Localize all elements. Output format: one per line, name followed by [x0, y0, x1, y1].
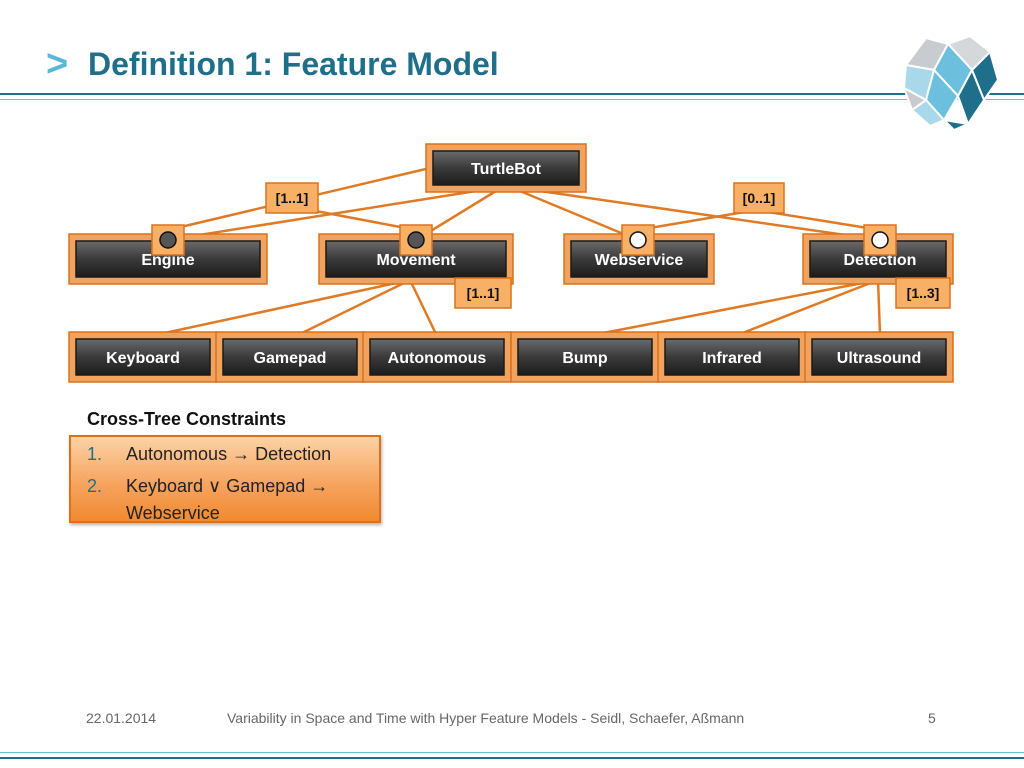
- edge-detection-bump: [597, 278, 879, 336]
- feature-gamepad-label: Gamepad: [254, 350, 327, 367]
- group-cardinality-detection: [1..3]: [895, 277, 951, 309]
- group-cardinality-root-1: [1..1]: [265, 182, 319, 214]
- svg-text:[0..1]: [0..1]: [743, 190, 776, 206]
- header-rule-light: [0, 99, 1024, 100]
- feature-autonomous-label: Autonomous: [388, 350, 487, 367]
- feature-keyboard: Keyboard: [68, 331, 218, 383]
- feature-webservice-label: Webservice: [595, 252, 684, 269]
- logo-icon: [902, 34, 1000, 132]
- feature-movement-label: Movement: [376, 252, 456, 269]
- constraints-heading: Cross-Tree Constraints: [87, 409, 287, 429]
- feature-detection-label: Detection: [844, 252, 917, 269]
- svg-text:[1..3]: [1..3]: [907, 285, 940, 301]
- footer-rule: [0, 757, 1024, 759]
- feature-ultrasound: Ultrasound: [804, 331, 954, 383]
- feature-gamepad: Gamepad: [215, 331, 365, 383]
- edge-root-webservice: [519, 189, 639, 242]
- feature-movement: Movement: [318, 233, 514, 285]
- optional-marker-detection: [863, 224, 897, 256]
- feature-keyboard-label: Keyboard: [106, 350, 180, 367]
- optional-marker-webservice: [621, 224, 655, 256]
- constraint-2-text-line2: Webservice: [126, 503, 220, 523]
- footer-text: Variability in Space and Time with Hyper…: [227, 710, 745, 726]
- feature-root-label: TurtleBot: [471, 161, 542, 178]
- group-cardinality-root-2: [0..1]: [733, 182, 785, 214]
- edge-movement-autonomous: [408, 279, 438, 335]
- svg-text:[1..1]: [1..1]: [276, 190, 309, 206]
- edge-detection-ultrasound: [876, 279, 882, 335]
- feature-engine-label: Engine: [141, 252, 194, 269]
- edge-movement-keyboard: [159, 278, 411, 336]
- edge-movement-gamepad: [299, 278, 411, 336]
- svg-text:[1..1]: [1..1]: [467, 285, 500, 301]
- footer-rule-light: [0, 752, 1024, 753]
- constraint-1-text: Autonomous → Detection: [126, 444, 332, 464]
- constraint-2-number: 2.: [87, 476, 103, 496]
- feature-bump-label: Bump: [562, 350, 608, 367]
- constraints-box: 1. Autonomous → Detection 2. Keyboard ∨ …: [69, 435, 381, 523]
- feature-model-diagram: TurtleBot Engine Movement Webservice Det…: [68, 143, 954, 383]
- edge-root-detection: [539, 189, 881, 242]
- header-rule: [0, 93, 1024, 95]
- edge-root-engine: [167, 189, 477, 242]
- constraint-1-number: 1.: [87, 444, 103, 464]
- feature-bump: Bump: [510, 331, 660, 383]
- slide-title: Definition 1: Feature Model: [88, 46, 499, 82]
- edge-detection-infrared: [739, 278, 879, 336]
- feature-root: TurtleBot: [425, 143, 587, 193]
- feature-ultrasound-label: Ultrasound: [837, 350, 921, 367]
- title-marker: >: [46, 43, 69, 85]
- mandatory-marker-engine: [151, 224, 185, 256]
- feature-infrared: Infrared: [657, 331, 807, 383]
- group-cardinality-movement: [1..1]: [454, 277, 512, 309]
- feature-infrared-label: Infrared: [702, 350, 762, 367]
- footer-page-number: 5: [928, 710, 936, 726]
- constraint-2-text-line1: Keyboard ∨ Gamepad →: [126, 476, 329, 496]
- footer-date: 22.01.2014: [86, 710, 157, 726]
- mandatory-marker-movement: [399, 224, 433, 256]
- feature-autonomous: Autonomous: [362, 331, 512, 383]
